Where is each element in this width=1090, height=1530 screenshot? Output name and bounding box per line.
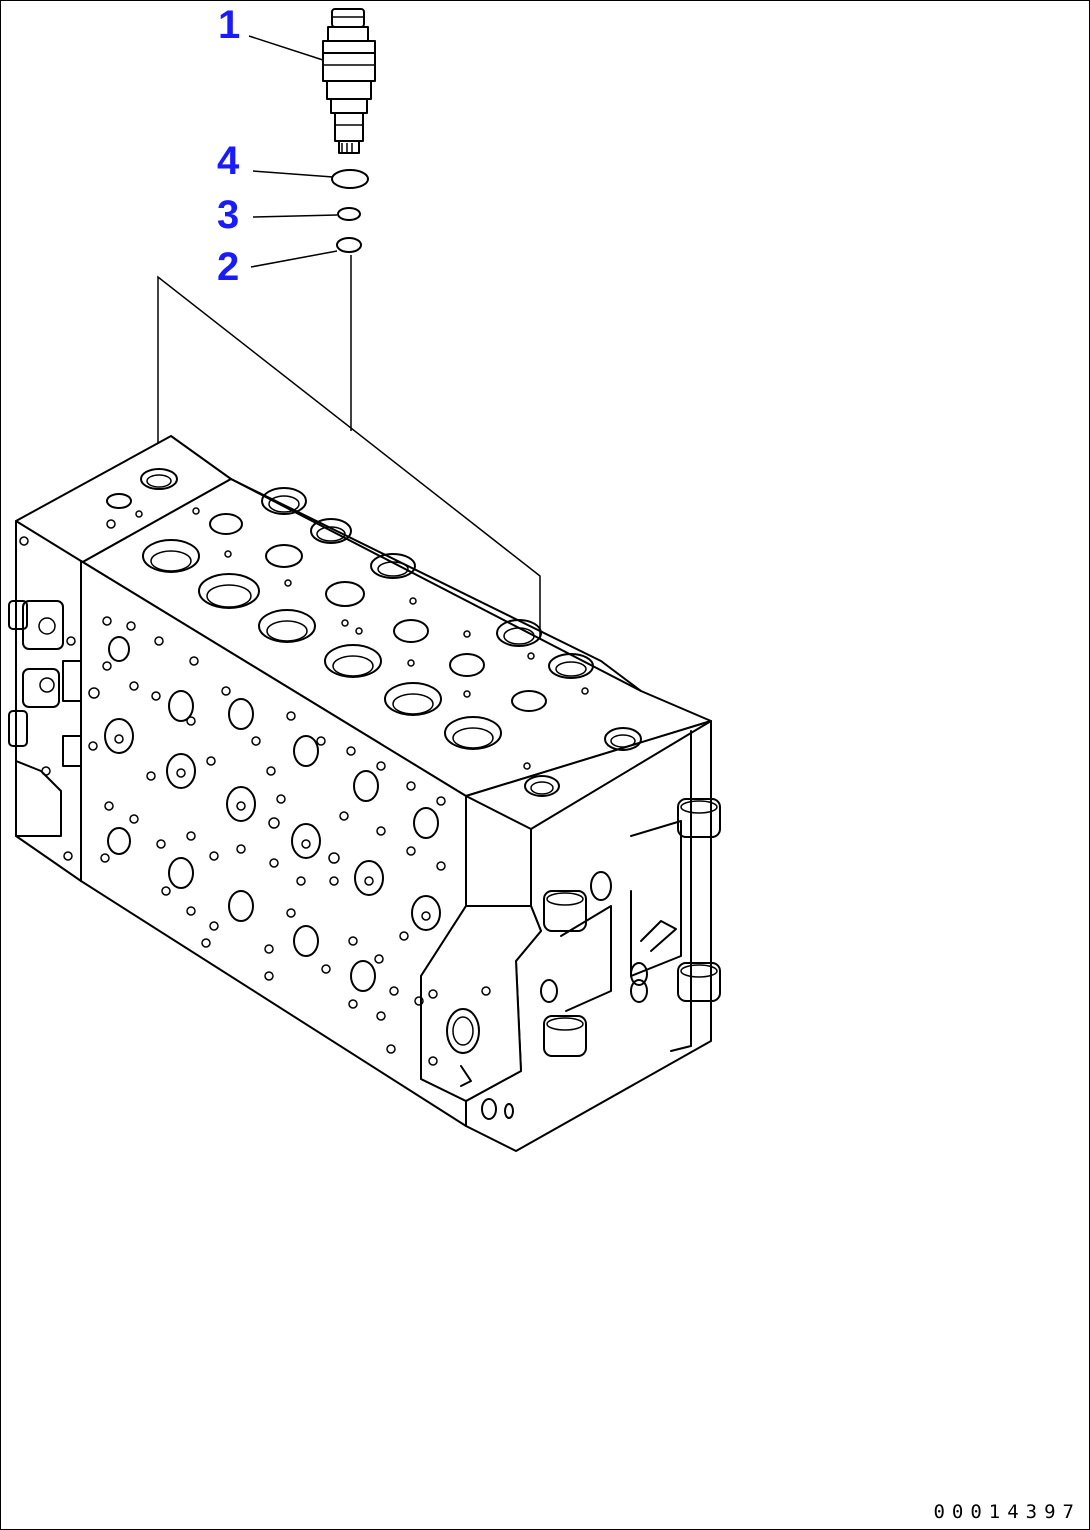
front-ports [88, 616, 446, 1054]
backup-ring-3 [337, 207, 361, 221]
o-ring-2 [336, 237, 362, 253]
drawing-number: 00014397 [933, 1501, 1081, 1523]
leader-line-4 [252, 170, 334, 178]
o-ring-4 [331, 169, 369, 189]
right-end-cover [540, 798, 721, 1057]
left-end-plate [8, 536, 82, 861]
callout-4: 4 [217, 139, 240, 183]
leader-line-1 [248, 35, 327, 62]
seal-rings [331, 169, 369, 253]
callout-3: 3 [217, 193, 240, 237]
top-ports [106, 468, 642, 797]
callout-2: 2 [217, 245, 240, 289]
relief-valve-part [322, 8, 376, 154]
leader-line-2 [250, 250, 338, 268]
leader-lines [248, 35, 338, 268]
leader-line-3 [252, 214, 338, 218]
mounting-bracket [428, 986, 514, 1120]
callout-1: 1 [218, 3, 241, 47]
control-valve-body [8, 435, 721, 1152]
